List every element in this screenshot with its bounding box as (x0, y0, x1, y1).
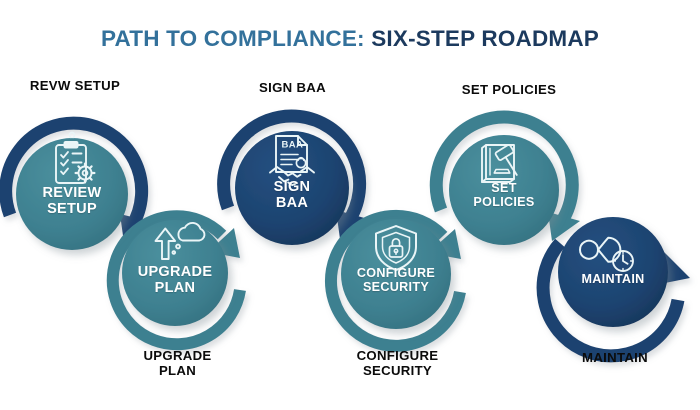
step-circle-text-4: CONFIGURE SECURITY (356, 266, 436, 294)
infinity-clock-icon (579, 236, 634, 272)
step-circle-text-2: UPGRADE PLAN (137, 264, 213, 296)
page-title-secondary: SIX-STEP ROADMAP (371, 26, 600, 51)
step-circle-4[interactable] (341, 219, 451, 329)
step-label-2: UPGRADE PLAN (143, 348, 212, 378)
step-circle-3[interactable] (235, 131, 349, 245)
shield-lock-icon (375, 225, 417, 271)
svg-text:BAA: BAA (282, 140, 304, 151)
step-circle-text-3: SIGN BAA (273, 179, 311, 211)
clipboard-checklist-gear-icon (55, 131, 96, 184)
step-circle-text-6: MAINTAIN (581, 272, 645, 286)
step-circle-text-5: SET POLICIES (473, 181, 535, 209)
law-book-gavel-icon (481, 144, 518, 183)
step-circle-2[interactable] (122, 220, 228, 326)
baa-document-handshake-icon: BAA (269, 135, 315, 187)
page-title: PATH TO COMPLIANCE: SIX-STEP ROADMAP (0, 26, 700, 52)
step-label-1: REVW SETUP (29, 78, 121, 93)
step-label-4: CONFIGURE SECURITY (356, 348, 439, 378)
arrow-step5-to-step6 (429, 110, 580, 241)
page-title-primary: PATH TO COMPLIANCE: (100, 26, 365, 51)
step-circle-1[interactable] (16, 138, 128, 250)
step-circle-6[interactable] (558, 217, 668, 327)
step-label-6: MAINTAIN (582, 350, 648, 365)
step-label-3: SIGN BAA (259, 80, 326, 95)
step-label-5: SET POLICIES (461, 82, 557, 97)
step-circle-5[interactable] (449, 135, 559, 245)
step-circle-text-1: REVIEW SETUP (42, 185, 102, 217)
upward-arrow-cloud-icon (154, 222, 206, 260)
arrow-step3-to-step4 (217, 109, 368, 239)
